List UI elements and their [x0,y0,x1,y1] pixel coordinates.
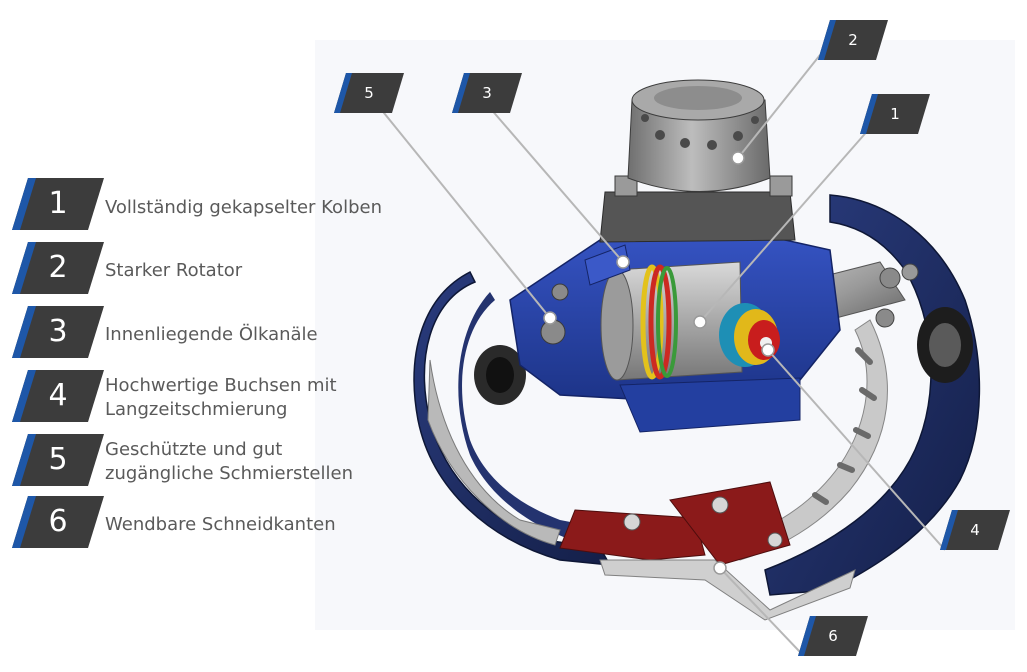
mount-bolt [614,175,638,197]
callout-5: 5 [334,73,404,117]
callout-2: 2 [818,20,888,64]
mount-bolt [769,175,793,197]
link-arm-bolt [879,267,901,289]
legend-label: Langzeitschmierung [105,399,288,420]
callout-number: 4 [970,521,980,539]
seal-ring-green [656,266,678,378]
legend-number: 5 [48,442,68,477]
callout-number: 3 [482,84,492,102]
legend-number: 2 [48,250,68,285]
callout-4: 4 [940,510,1010,554]
cylinder-end-face [600,269,634,381]
callout-1: 1 [860,94,930,138]
leader-lines [379,54,946,653]
rotator-bolts [641,114,759,150]
left-jaw-steel-plate [427,359,561,546]
lower-housing [619,377,801,433]
legend-label: Wendbare Schneidkanten [105,514,336,535]
rotator [627,99,771,192]
callout-number: 2 [848,31,858,49]
legend-label: Starker Rotator [105,260,243,281]
legend-number: 4 [48,378,68,413]
legend-badge: 2 [12,242,104,298]
cutting-edge-right [669,481,791,566]
legend-badge: 4 [12,370,104,426]
link-arm-bolt [875,308,895,328]
legend-number: 3 [48,314,68,349]
left-jaw [413,270,612,566]
legend-label: Geschützte und gut [105,439,283,460]
seal-ring-red [648,264,672,380]
callout-number: 6 [828,627,838,645]
legend-label: Vollständig gekapselter Kolben [105,197,382,218]
steel-blade [599,559,856,621]
edge-bolt [623,513,641,531]
legend-badge: 5 [12,434,104,490]
legend-badge: 1 [12,178,104,234]
link-arm-bolt [901,263,919,281]
leader-dots [543,151,775,575]
legend-number: 6 [48,504,68,539]
left-jaw-inner [458,292,640,548]
callout-number: 5 [364,84,374,102]
rotator-mount-block [599,191,796,243]
edge-bolt [711,496,729,514]
legend-number: 1 [48,186,68,221]
legend-label: zugängliche Schmierstellen [105,463,353,484]
right-plate-slots [812,347,877,505]
grease-nipple [551,283,569,301]
legend-badge: 6 [12,496,104,552]
legend-badge: 3 [12,306,104,362]
callout-6: 6 [798,616,868,660]
edge-bolt [767,532,783,548]
left-pivot-bore [486,357,514,393]
callout-3: 3 [452,73,522,117]
legend-label: Innenliegende Ölkanäle [105,324,318,345]
seal-ring-yellow [640,264,664,380]
right-pivot-bore [929,323,961,367]
cutting-edge-left [559,509,706,561]
callout-number: 1 [890,105,900,123]
legend-label: Hochwertige Buchsen mit [105,375,337,396]
rotator-top-recess [654,86,742,110]
